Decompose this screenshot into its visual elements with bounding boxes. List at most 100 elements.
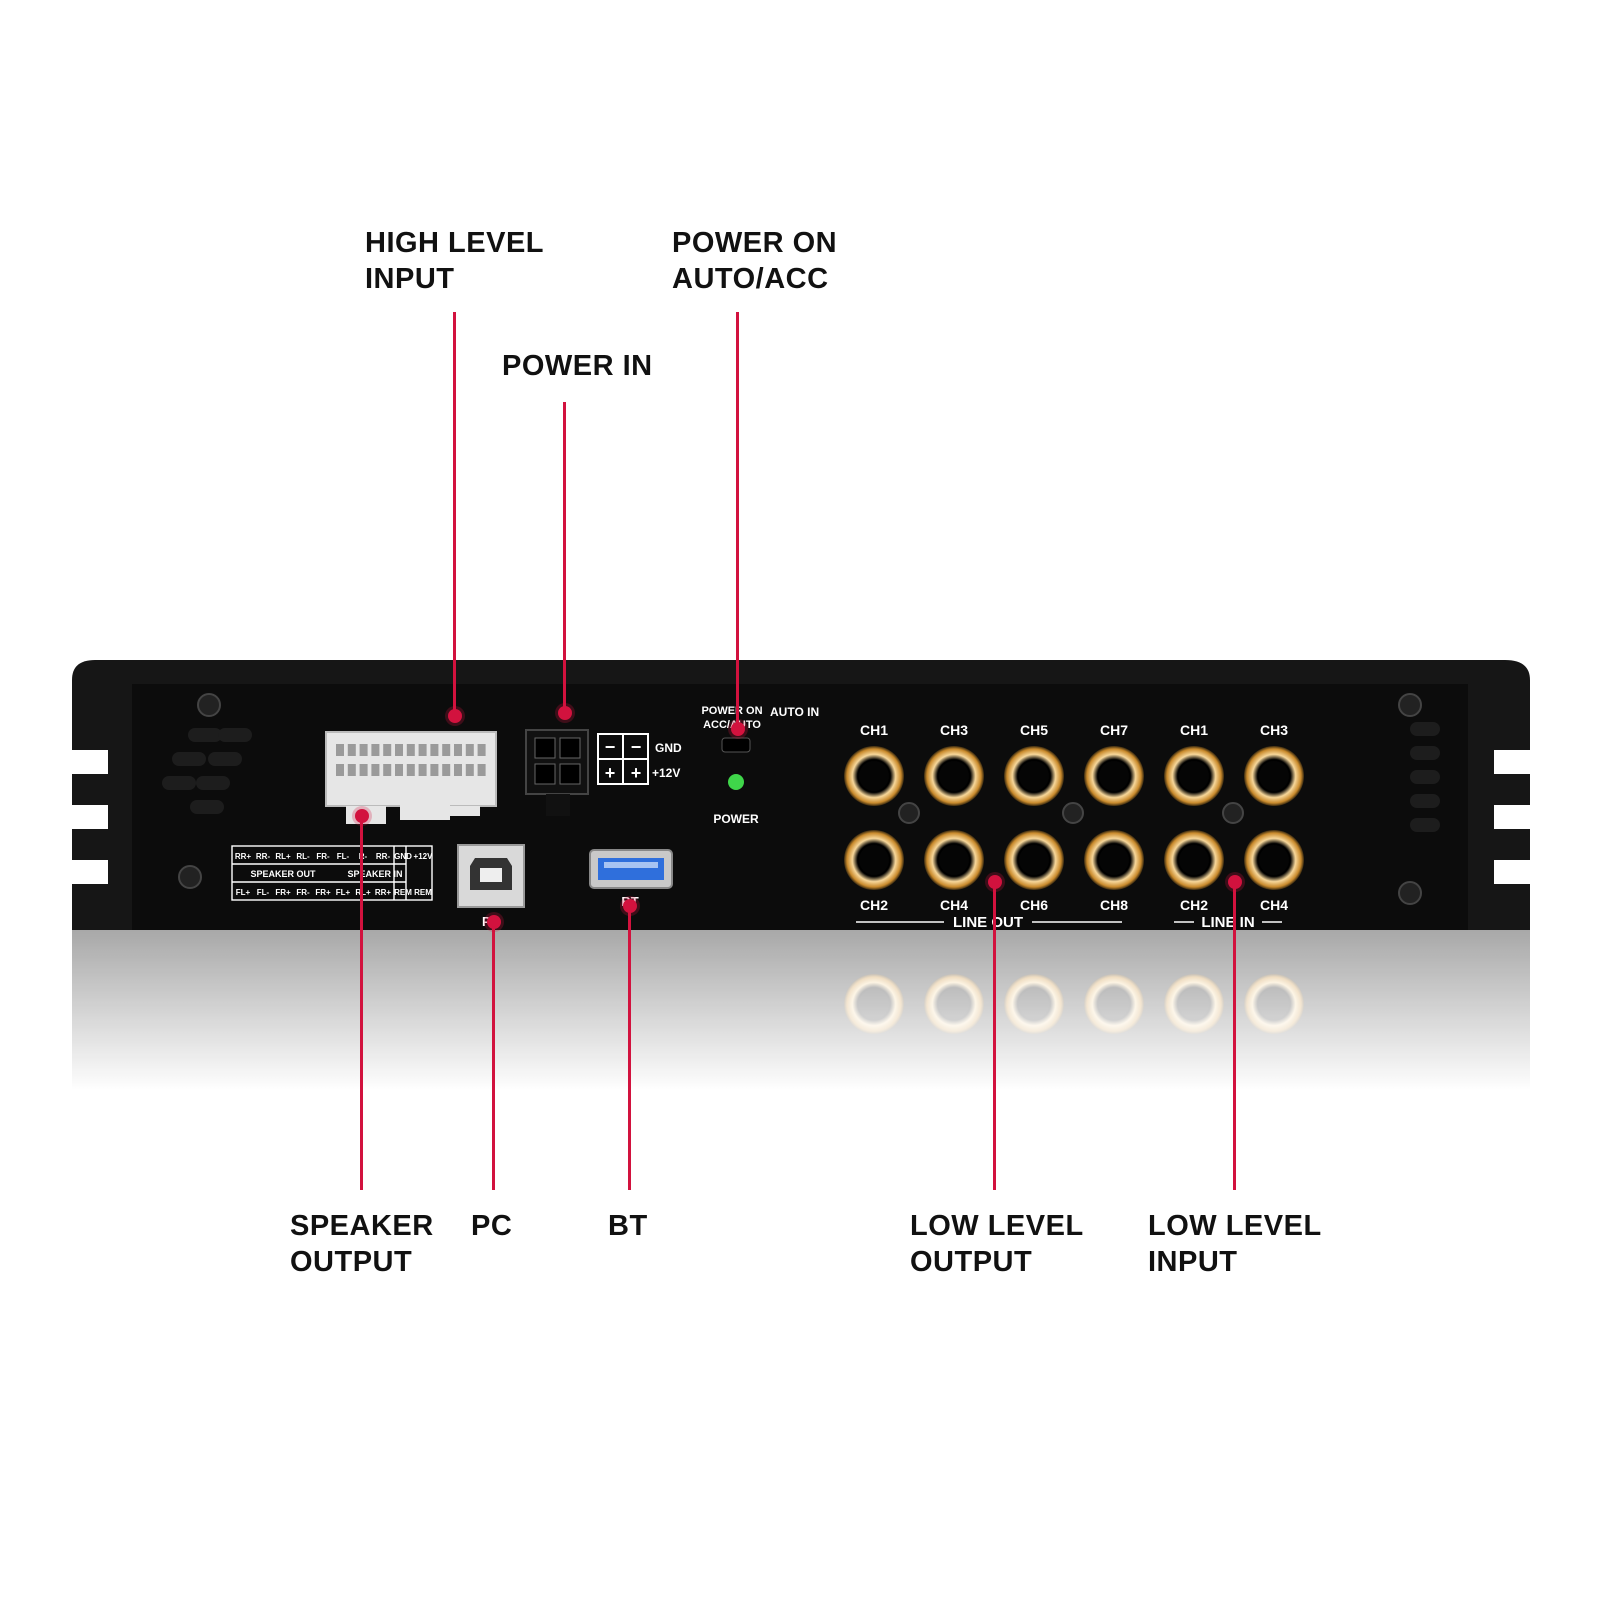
callout-line: LOW LEVEL <box>910 1210 1084 1242</box>
callout-low-level-output: LOW LEVEL OUTPUT <box>910 1208 1084 1280</box>
connector-pin <box>454 764 462 776</box>
rca-jack-top-hole <box>939 761 969 791</box>
connector-pin <box>336 744 344 756</box>
connector-pin <box>347 764 356 776</box>
callout-speaker-output: SPEAKER OUTPUT <box>290 1208 434 1280</box>
rca-channel-label: CH3 <box>1260 722 1288 738</box>
connector-pin <box>477 764 486 776</box>
harness-pin-label: RL+ <box>355 888 371 897</box>
rca-jack-bottom-hole <box>1099 845 1129 875</box>
callout-line: OUTPUT <box>910 1246 1033 1278</box>
harness-pin-label: R- <box>359 852 368 861</box>
rca-channel-label: CH2 <box>860 897 888 913</box>
power-in-terminal: − − + + GND +12V <box>525 729 682 816</box>
leader-low-level-output <box>993 882 996 1190</box>
rca-jack-top-hole <box>1099 761 1129 791</box>
callout-line: LOW LEVEL <box>1148 1210 1322 1242</box>
connector-pin <box>406 764 415 776</box>
power-mode-switch[interactable] <box>721 737 751 753</box>
power-led-label: POWER <box>713 812 759 826</box>
marker-speaker-output <box>355 809 369 823</box>
connector-pin <box>418 744 427 756</box>
leader-bt <box>628 906 631 1190</box>
auto-in-label: AUTO IN <box>770 705 819 719</box>
bt-usb-port: BT <box>589 849 673 909</box>
callout-line: INPUT <box>1148 1246 1238 1278</box>
rca-channel-label: CH8 <box>1100 897 1128 913</box>
harness-group-label: SPEAKER OUT <box>250 869 316 879</box>
connector-pin <box>359 744 368 756</box>
leader-power-in <box>563 402 566 712</box>
device-reflection <box>72 930 1530 1090</box>
power-switch-label-1: POWER ON <box>701 705 762 717</box>
marker-low-level-output <box>988 875 1002 889</box>
rca-channel-label: CH1 <box>1180 722 1208 738</box>
rca-channel-label: CH5 <box>1020 722 1048 738</box>
plus-12v-1: + <box>605 763 616 783</box>
harness-pin-label: RR- <box>376 852 391 861</box>
harness-pin-label: +12V <box>414 852 434 861</box>
high-level-input-connector <box>325 731 497 824</box>
power-led-icon <box>728 774 744 790</box>
plus-12v-2: + <box>631 763 642 783</box>
connector-pin <box>430 764 439 776</box>
connector-pin <box>371 764 380 776</box>
callout-pc: PC <box>471 1208 512 1244</box>
callout-line: POWER ON <box>672 227 838 259</box>
connector-pin <box>395 744 403 756</box>
harness-pin-label: REM <box>394 888 412 897</box>
rca-jack-bottom-hole <box>939 845 969 875</box>
rca-channel-label: CH2 <box>1180 897 1208 913</box>
line-out-title: LINE OUT <box>953 914 1023 931</box>
screw-icons <box>178 693 1422 905</box>
connector-pin <box>406 744 415 756</box>
rca-jack-bottom-hole <box>859 845 889 875</box>
rca-jack-bottom-hole <box>1259 845 1289 875</box>
connector-pin <box>395 764 403 776</box>
marker-power-in <box>558 706 572 720</box>
harness-pin-label: FL+ <box>336 888 351 897</box>
rca-jack-bottom-hole <box>1019 845 1049 875</box>
callout-line: OUTPUT <box>290 1246 413 1278</box>
leader-power-on <box>736 312 739 728</box>
chassis <box>72 660 1530 930</box>
rca-jack-bottom-hole <box>1179 845 1209 875</box>
harness-pin-label: FR- <box>296 888 310 897</box>
rca-jack-top-hole <box>1259 761 1289 791</box>
harness-pin-label: REM <box>414 888 432 897</box>
rca-channel-label: CH6 <box>1020 897 1048 913</box>
harness-pin-label: RL+ <box>275 852 291 861</box>
gnd-label: GND <box>655 741 682 755</box>
marker-low-level-input <box>1228 875 1242 889</box>
callout-line: PC <box>471 1210 513 1242</box>
marker-bt <box>623 899 637 913</box>
rca-channel-label: CH7 <box>1100 722 1128 738</box>
callout-line: SPEAKER <box>290 1210 434 1242</box>
rca-jack-top-hole <box>1179 761 1209 791</box>
connector-pin <box>442 744 451 756</box>
connector-pin <box>430 744 439 756</box>
leader-high-level-input <box>453 312 456 716</box>
harness-pin-label: FR- <box>316 852 330 861</box>
harness-pin-label: FR+ <box>275 888 291 897</box>
callout-line: AUTO/ACC <box>672 263 829 295</box>
connector-pin <box>371 744 380 756</box>
connector-pin <box>477 744 486 756</box>
leader-low-level-input <box>1233 882 1236 1190</box>
harness-legend <box>231 845 433 901</box>
rca-jacks <box>844 746 1304 890</box>
connector-pin <box>383 744 392 756</box>
rca-channel-label: CH4 <box>1260 897 1288 913</box>
harness-pin-label: FR+ <box>315 888 331 897</box>
marker-power-on <box>731 722 745 736</box>
marker-pc <box>487 915 501 929</box>
12v-label: +12V <box>652 766 680 780</box>
pc-usb-port: PC <box>457 844 525 929</box>
marker-high-level-input <box>448 709 462 723</box>
connector-pin <box>336 764 344 776</box>
callout-low-level-input: LOW LEVEL INPUT <box>1148 1208 1322 1280</box>
callout-line: INPUT <box>365 263 455 295</box>
